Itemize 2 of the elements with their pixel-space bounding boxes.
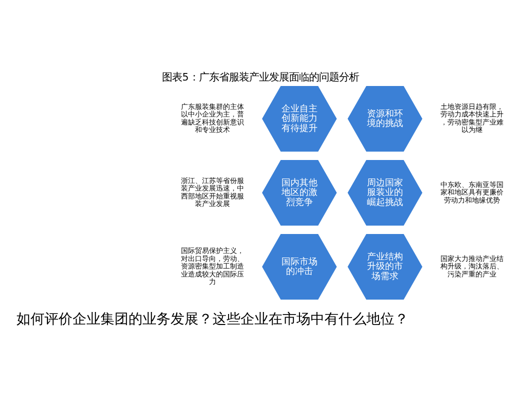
diagram-title: 图表5：广东省服装产业发展面临的问题分析 (162, 70, 359, 83)
caption: 如何评价企业集团的业务发展？这些企业在市场中有什么地位？ (16, 310, 409, 327)
